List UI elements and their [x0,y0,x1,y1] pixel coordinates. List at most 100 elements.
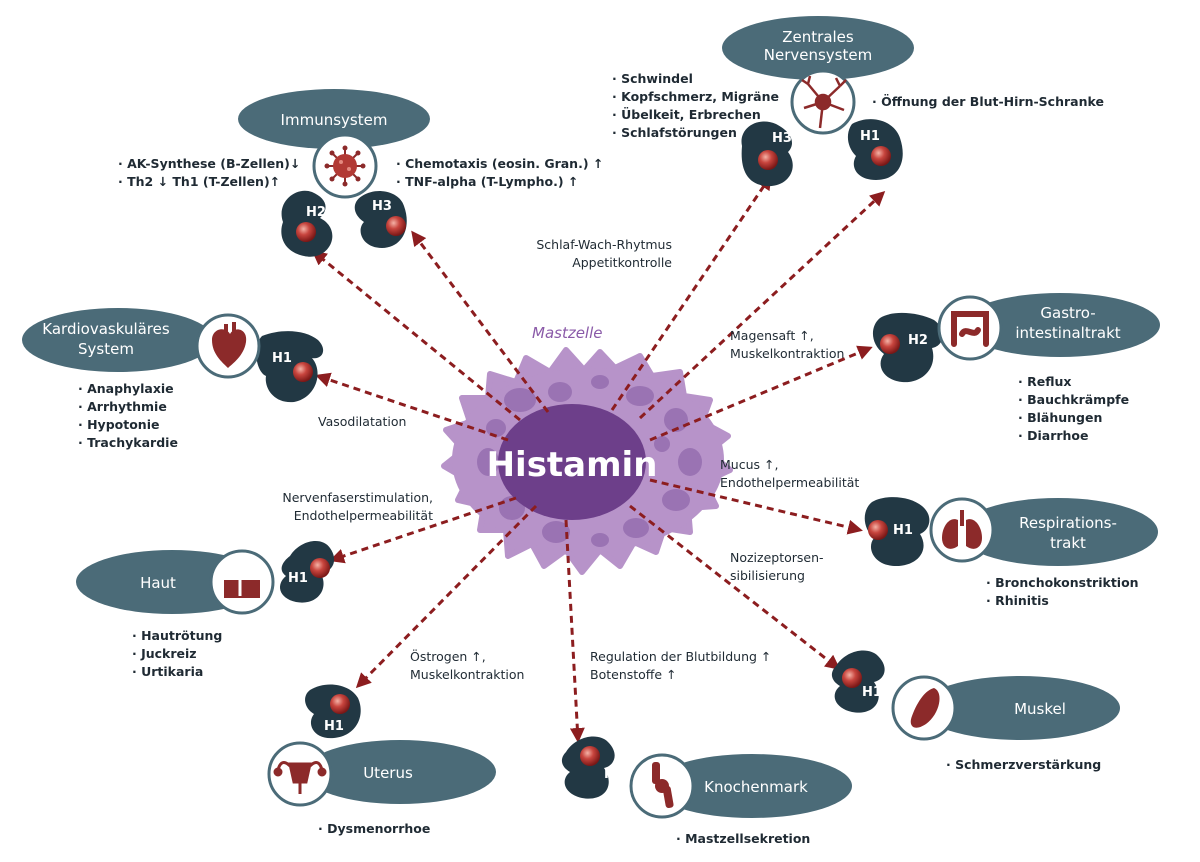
uterus-icon [273,761,327,794]
edge-label-cardio-1: Vasodilatation [318,414,406,429]
receptor-h1 [561,736,615,799]
node-zns: Zentrales Nervensystem H3 H1 · Schwindel… [612,16,1104,187]
edge-label-muscle-2: sibilisierung [730,568,805,583]
resp-name-line-1: Respirations- [1019,514,1117,532]
arrow-uterus [355,504,538,689]
edge-labels: Schlaf-Wach-Rhytmus Appetitkontrolle Mag… [282,237,859,682]
histamine-ball [330,694,350,714]
histamine-ball [880,334,900,354]
cns-effect-left-4: · Schlafstörungen [612,125,737,140]
mast-cell-label: Mastzelle [532,324,603,342]
neuron-icon [801,75,847,129]
skin-effect-1: · Hautrötung [132,628,222,643]
arrows [311,174,886,743]
edge-label-bone-1: Regulation der Blutbildung ↑ [590,649,771,664]
edge-label-muscle-1: Nozizeptorsen- [730,550,824,565]
virus-icon [324,145,366,187]
histamine-ball [386,216,406,236]
histamine-ball [758,150,778,170]
bone-effect-1: · Mastzellsekretion [676,831,810,846]
immune-effect-left-2: · Th2 ↓ Th1 (T-Zellen)↑ [118,174,280,189]
edge-label-resp-2: Endothelpermeabilität [720,475,859,490]
arrow-gi [649,345,873,442]
gi-effect-3: · Blähungen [1018,410,1102,425]
cardio-effect-4: · Trachykardie [78,435,178,450]
cns-name-line-1: Zentrales [782,28,854,46]
receptor-h1 [256,331,324,403]
cns-effect-left-3: · Übelkeit, Erbrechen [612,107,761,122]
bone-name: Knochenmark [704,778,808,796]
cns-receptor-2: H1 [860,129,880,144]
arrow-skin [329,496,517,564]
skin-effect-3: · Urtikaria [132,664,203,679]
histamine-ball [868,520,888,540]
node-uterus: Uterus H1 · Dysmenorrhoe [267,684,496,836]
skin-effect-2: · Juckreiz [132,646,197,661]
immune-effect-right-1: · Chemotaxis (eosin. Gran.) ↑ [396,156,603,171]
resp-effect-2: · Rhinitis [986,593,1049,608]
uterus-receptor: H1 [324,719,344,734]
gi-name-line-1: Gastro- [1040,304,1095,322]
node-gi: Gastro- intestinaltrakt H2 · Reflux · Ba… [872,293,1160,443]
cardio-effect-3: · Hypotonie [78,417,159,432]
edge-label-cns-2: Appetitkontrolle [572,255,672,270]
resp-receptor: H1 [893,523,913,538]
histamine-ball [871,146,891,166]
muscle-name: Muskel [1014,700,1066,718]
node-immunsystem: Immunsystem H2 H3 · AK-S [118,89,603,257]
edge-label-skin-2: Endothelpermeabilität [294,508,433,523]
receptor-h1 [864,497,930,566]
node-muskel: Muskel H1 · Schmerzverstärkung [831,650,1120,772]
edge-label-gi-1: Magensaft ↑, [730,328,814,343]
receptor-h1 [280,541,335,603]
node-resp: Respirations- trakt H1 · Bronchokonstrik… [864,497,1158,608]
cardio-effect-1: · Anaphylaxie [78,381,174,396]
immune-name: Immunsystem [281,111,388,129]
cardio-name-line-2: System [78,340,134,358]
uterus-name: Uterus [363,764,413,782]
gi-effect-1: · Reflux [1018,374,1071,389]
muscle-icon [910,688,940,728]
immune-effect-left-1: · AK-Synthese (B-Zellen)↓ [118,156,300,171]
node-knochenmark: Knochenmark H1 · Mastzellsekretion [561,736,852,846]
cardio-receptor: H1 [272,351,292,366]
arrow-cardio [315,372,509,442]
edge-label-skin-1: Nervenfaserstimulation, [282,490,433,505]
cardio-effect-2: · Arrhythmie [78,399,167,414]
immune-receptor-2: H3 [372,199,392,214]
gi-name-line-2: intestinaltrakt [1015,324,1120,342]
lungs-icon [942,510,982,549]
histamine-ball [293,362,313,382]
histamine-ball [296,222,316,242]
mast-cell: Histamin Mastzelle [441,324,733,575]
arrow-cns-h3 [610,174,772,411]
uterus-effect-1: · Dysmenorrhoe [318,821,430,836]
skin-receptor: H1 [288,571,308,586]
gi-effect-4: · Diarrhoe [1018,428,1089,443]
gi-effect-2: · Bauchkrämpfe [1018,392,1129,407]
edge-label-uterus-2: Muskelkontraktion [410,667,524,682]
histamine-title: Histamin [487,445,658,485]
histamine-ball [842,668,862,688]
heart-icon [212,322,247,368]
intestine-icon [951,311,989,347]
receptor-h2 [872,312,943,383]
edge-label-resp-1: Mucus ↑, [720,457,778,472]
cns-receptor-1: H3 [772,131,792,146]
gi-receptor: H2 [908,333,928,348]
edge-label-cns-1: Schlaf-Wach-Rhytmus [536,237,672,252]
arrow-immune-h3 [411,230,550,413]
arrow-bone [564,519,585,743]
edge-label-uterus-1: Östrogen ↑, [410,648,486,664]
skin-hair-icon [224,560,260,598]
arrow-muscle [629,504,841,670]
muscle-receptor: H1 [862,685,882,700]
bone-joint-icon [652,762,674,809]
resp-effect-1: · Bronchokonstriktion [986,575,1139,590]
bone-receptor: H1 [604,767,624,782]
immune-effect-right-2: · TNF-alpha (T-Lympho.) ↑ [396,174,578,189]
resp-name-line-2: trakt [1050,534,1086,552]
edge-label-gi-2: Muskelkontraktion [730,346,844,361]
histamine-ball [310,558,330,578]
